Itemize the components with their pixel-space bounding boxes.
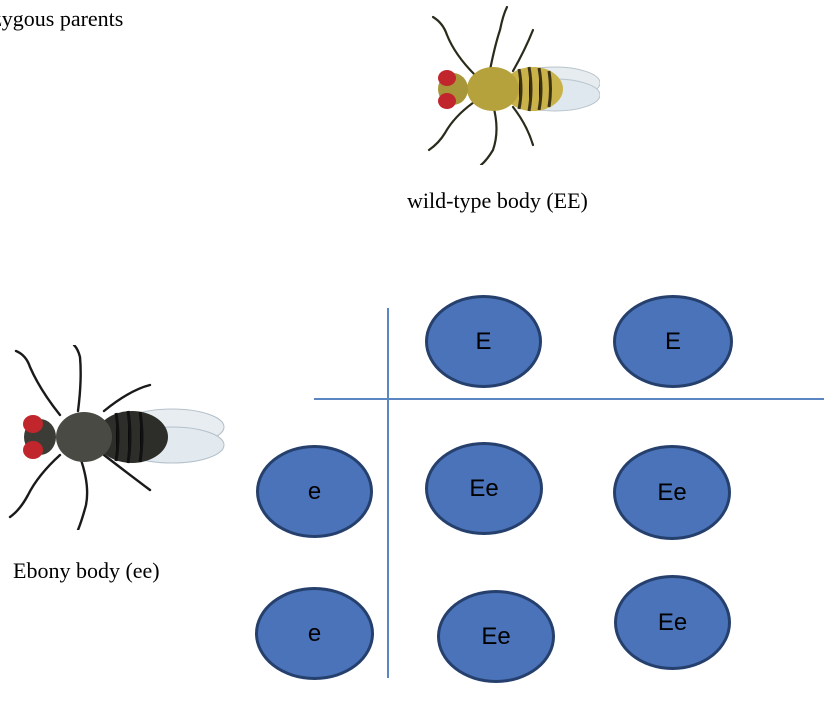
ebony-fly-image [0,345,225,530]
left-gamete-2: e [255,587,374,680]
heading-text: zygous parents [0,6,123,32]
left-gamete-1: e [256,445,373,538]
ebony-caption: Ebony body (ee) [13,558,160,584]
offspring-cell-r1c2: Ee [613,445,731,540]
offspring-cell-r2c2: Ee [614,575,731,670]
offspring-cell-r2c1: Ee [437,590,555,683]
top-gamete-2: E [613,295,733,388]
punnett-horizontal-divider [314,398,824,400]
wild-type-fly-image [415,5,600,165]
offspring-cell-r1c1: Ee [425,442,543,535]
wild-type-caption: wild-type body (EE) [407,188,588,214]
top-gamete-1: E [425,295,542,388]
punnett-vertical-divider [387,308,389,678]
